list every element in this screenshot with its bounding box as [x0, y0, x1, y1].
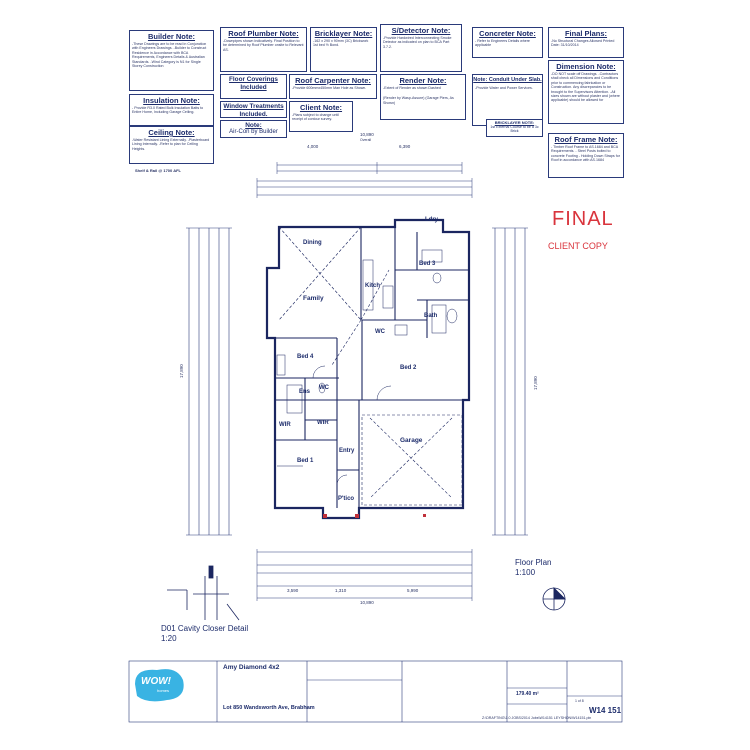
window-treatments-title: Window Treatments Included. [223, 103, 284, 118]
client-copy-stamp: CLIENT COPY [548, 241, 608, 251]
conduit-note-title: Note: Conduit Under Slab. [473, 77, 542, 83]
room-ens: Ens [299, 389, 311, 395]
floor-plan-scale: 1:100 [515, 568, 536, 577]
job-number: W14 151 [589, 706, 622, 715]
logo-text: WOW! [141, 676, 171, 687]
total-area: 179.40 m² [516, 691, 539, 697]
dim-top-b: 6,390 [399, 144, 411, 149]
room-bath: Bath [424, 313, 438, 319]
shelf-rail-note: Shelf & Rail @ 1700 AFL [135, 168, 181, 173]
room-wc2: WC [319, 385, 329, 391]
dim-bottom-b: 1,310 [335, 588, 347, 593]
roof-plumber-note-title: Roof Plumber Note: [228, 29, 299, 38]
render-note-extra: (Render by Wasp-Assure) (Garage Piers, A… [383, 96, 454, 105]
roof-frame-note: Roof Frame Note: - Timber Roof Frame to … [548, 133, 624, 178]
dim-left: 17,890 [179, 364, 184, 378]
ceiling-note: Ceiling Note: -Water Resistant Lining Ex… [129, 126, 214, 164]
room-bed1: Bed 1 [297, 458, 314, 464]
dim-top-a: 4,000 [307, 144, 319, 149]
bricklayer-note-body: -162 x 290 x 90mm (3C) Brickwork 1st bed… [313, 39, 369, 48]
floor-coverings-title: Floor Coverings Included [228, 76, 278, 91]
builder-note: Builder Note: -These Drawings are to be … [129, 30, 214, 91]
dim-right: 17,890 [533, 376, 538, 390]
room-ptico: P'tico [338, 496, 355, 502]
room-bed2: Bed 2 [400, 365, 417, 371]
room-wir: WIR [279, 422, 291, 428]
detail-title: D01 Cavity Closer Detail [161, 624, 249, 633]
floor-coverings-note: Floor Coverings Included [220, 74, 287, 99]
room-kitch: Kitch [365, 283, 380, 289]
floor-plan-drawing [128, 162, 623, 723]
concreter-note-title: Concreter Note: [479, 29, 536, 38]
bricklayer-note-title: Bricklayer Note: [314, 29, 373, 38]
logo-subtext: homes [157, 688, 170, 693]
aircon-note: Note: Air-Con by Builder [220, 120, 287, 138]
bricklayer-detail-body: 1st External Course to be a 3c Brick [490, 125, 539, 134]
aircon-note-body: Air-Con by Builder [229, 129, 278, 135]
bricklayer-detail-note: BRICKLAYER NOTE: 1st External Course to … [486, 119, 543, 137]
conduit-note-body: -Provide Water and Power Services. [475, 86, 533, 90]
client-note-title: Client Note: [299, 103, 343, 112]
drawing-sheet: Builder Note: -These Drawings are to be … [127, 20, 624, 725]
room-dining: Dining [303, 240, 322, 246]
builder-note-body: -These Drawings are to be read in Conjun… [132, 42, 207, 69]
render-note-title: Render Note: [399, 76, 447, 85]
render-note: Render Note: -Extent of Render as shown … [380, 74, 466, 120]
room-entry: Entry [339, 448, 355, 454]
concreter-note: Concreter Note: - Refer to Engineers Det… [472, 27, 543, 58]
builder-note-title: Builder Note: [147, 32, 196, 41]
detail-scale: 1:20 [161, 634, 177, 643]
concreter-note-body: - Refer to Engineers Details where appli… [475, 39, 530, 48]
insulation-note-title: Insulation Note: [143, 96, 200, 105]
file-path: Z:\DRAFTING\1.0 JOBS\2014 Jobs\W14151 LE… [482, 716, 592, 720]
roof-carpenter-note-body: -Provide 600mmx450mm Man Hole as Shown. [292, 86, 367, 90]
aircon-note-title: Note: [245, 122, 262, 129]
roof-frame-note-body: - Timber Roof Frame to AS.1684 and BCA R… [551, 145, 620, 163]
insulation-note: Insulation Note: - Provide R3.0 Rated Bu… [129, 94, 214, 126]
room-bed3: Bed 3 [419, 261, 436, 267]
roof-plumber-note: Roof Plumber Note: -Downpipes shown Indi… [220, 27, 307, 72]
design-name: Amy Diamond 4x2 [223, 664, 280, 671]
client-note: Client Note: -Plans subject to change un… [289, 101, 353, 132]
ceiling-note-title: Ceiling Note: [148, 128, 195, 137]
dimension-note-body: -DO NOT scale off Drawings. -Contractors… [551, 72, 620, 103]
final-plans-note-title: Final Plans: [564, 29, 608, 38]
sheet-number: 1 of 8 [575, 699, 584, 703]
dim-bottom-overall: 10,890 [360, 600, 374, 605]
lot-address: Lot 850 Wandsworth Ave, Brabham [223, 705, 315, 711]
insulation-note-body: - Provide R3.0 Rated Bulk Insulation Bat… [132, 106, 204, 115]
roof-carpenter-note: Roof Carpenter Note: -Provide 600mmx450m… [289, 74, 377, 99]
render-note-body: -Extent of Render as shown Dashed [383, 86, 441, 90]
detector-note-title: S/Detector Note: [391, 26, 451, 35]
detector-note: S/Detector Note: -Provide Hardwired Inte… [380, 24, 462, 72]
detector-note-body: -Provide Hardwired Interconnecting Smoke… [383, 36, 452, 49]
final-plans-note-body: -No Structural Changes Allowed Printed D… [551, 39, 615, 48]
room-garage: Garage [400, 437, 423, 444]
dim-bottom-a: 3,590 [287, 588, 299, 593]
room-bed4: Bed 4 [297, 354, 314, 360]
final-plans-note: Final Plans: -No Structural Changes Allo… [548, 27, 624, 58]
roof-frame-note-title: Roof Frame Note: [554, 135, 618, 144]
roof-plumber-note-body: -Downpipes shown Indicatively. Final Pos… [223, 39, 304, 52]
dim-bottom-c: 5,990 [407, 588, 419, 593]
dim-overall-top: 10,890 [360, 132, 374, 137]
bricklayer-detail-title: BRICKLAYER NOTE: [494, 120, 535, 125]
room-wc: WC [375, 329, 385, 335]
roof-carpenter-note-title: Roof Carpenter Note: [295, 76, 371, 85]
floor-plan-title: Floor Plan [515, 558, 552, 567]
room-family: Family [303, 295, 324, 302]
client-note-body: -Plans subject to change until receipt o… [292, 113, 339, 122]
bricklayer-note: Bricklayer Note: -162 x 290 x 90mm (3C) … [310, 27, 377, 72]
window-treatments-note: Window Treatments Included. [220, 101, 287, 118]
room-ldry: Ldry [425, 217, 439, 223]
conduit-note: Note: Conduit Under Slab. -Provide Water… [472, 74, 543, 126]
dim-overall-top-sub: Overall [360, 138, 372, 142]
dimension-note-title: Dimension Note: [556, 62, 616, 71]
ceiling-note-body: -Water Resistant Lining Externally. -Pla… [132, 138, 210, 151]
final-stamp: FINAL [552, 208, 614, 230]
dimension-note: Dimension Note: -DO NOT scale off Drawin… [548, 60, 624, 124]
room-wir2: WIR [317, 420, 329, 426]
